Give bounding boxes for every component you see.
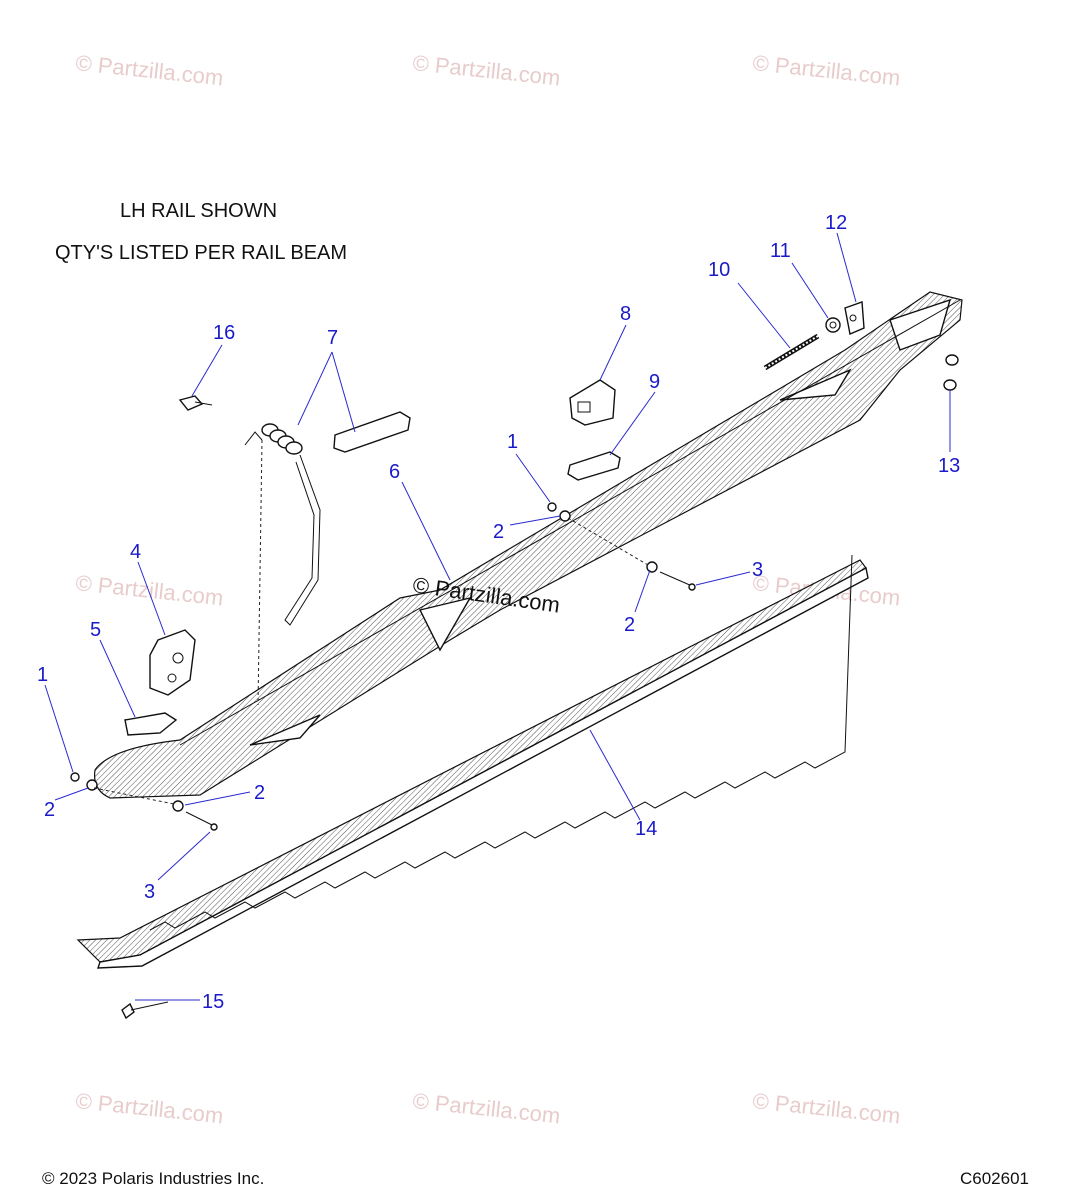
callout-6[interactable]: 6 [389,461,400,483]
callout-1[interactable]: 1 [37,664,48,686]
callouts: 1 1 2 2 2 2 3 3 4 5 6 7 8 9 10 11 12 13 … [37,212,960,1013]
note-rail-shown: LH RAIL SHOWN [120,200,277,222]
watermark: © Partzilla.com [751,50,901,90]
callout-10[interactable]: 10 [708,259,730,281]
rivets-part-13 [943,354,959,391]
bolt-part-16 [178,395,213,411]
callout-15[interactable]: 15 [202,991,224,1013]
slide-strip-part-14 [76,554,869,969]
callout-2[interactable]: 2 [254,782,265,804]
leader-lines [44,232,951,1001]
callout-2[interactable]: 2 [44,799,55,821]
callout-4[interactable]: 4 [130,541,141,563]
watermark: © Partzilla.com [74,1088,224,1128]
callout-2[interactable]: 2 [624,614,635,636]
callout-12[interactable]: 12 [825,212,847,234]
callout-3[interactable]: 3 [752,559,763,581]
nut-part-11 [825,317,841,333]
callout-11[interactable]: 11 [770,240,791,262]
hardware [70,502,696,1020]
callout-2[interactable]: 2 [493,521,504,543]
callout-1[interactable]: 1 [507,431,518,453]
watermark: © Partzilla.com [74,570,224,610]
callout-9[interactable]: 9 [649,371,660,393]
callout-5[interactable]: 5 [90,619,101,641]
spring-part-7 [244,411,411,706]
bolt-part-10 [763,333,820,371]
pad-part-9 [567,451,621,481]
rail-beam-part-6 [93,291,963,799]
callout-13[interactable]: 13 [938,455,960,477]
bumper-part-5 [124,712,178,736]
block-part-8 [569,379,616,426]
callout-8[interactable]: 8 [620,303,631,325]
copyright: © 2023 Polaris Industries Inc. [42,1169,264,1188]
watermark: © Partzilla.com [411,50,561,90]
block-part-4 [149,629,196,696]
callout-14[interactable]: 14 [635,818,657,840]
callout-3[interactable]: 3 [144,881,155,903]
callout-16[interactable]: 16 [213,322,235,344]
note-qty-listed: QTY'S LISTED PER RAIL BEAM [55,242,347,264]
callout-7[interactable]: 7 [327,327,338,349]
diagram-code: C602601 [960,1169,1029,1188]
bracket-part-12 [844,301,865,335]
watermark: © Partzilla.com [751,1088,901,1128]
watermark: © Partzilla.com [411,1088,561,1128]
watermark: © Partzilla.com [74,50,224,90]
